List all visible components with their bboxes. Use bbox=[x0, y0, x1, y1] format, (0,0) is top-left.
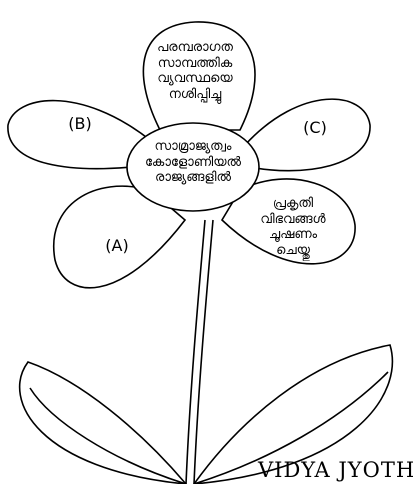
petal-top-line: നശിപ്പിച്ചു bbox=[168, 86, 222, 102]
petal-top-text: പരമ്പരാഗത സാമ്പത്തിക വ്യവസ്ഥയെ നശിപ്പിച്… bbox=[145, 40, 245, 102]
petal-top-line: സാമ്പത്തിക bbox=[157, 55, 233, 71]
petal-lower-right-line: വിഭവങ്ങൾ bbox=[260, 211, 326, 227]
petal-lower-right-line: ചൂഷണം bbox=[268, 227, 318, 243]
center-line: രാജ്യങ്ങളിൽ bbox=[155, 170, 231, 186]
petal-lower-left-label: (A) bbox=[105, 236, 129, 255]
left-leaf-inner bbox=[29, 387, 187, 484]
petal-upper-left bbox=[7, 99, 151, 170]
petal-top bbox=[142, 21, 256, 131]
petal-lower-right bbox=[220, 178, 356, 265]
petal-lower-right-line: പ്രകൃതി bbox=[272, 196, 314, 211]
right-leaf bbox=[193, 344, 394, 484]
right-leaf-inner bbox=[193, 371, 389, 484]
center-text: സാമ്രാജ്യത്വം കോളോണിയൽ രാജ്യങ്ങളിൽ bbox=[128, 139, 258, 186]
petal-upper-left-label: (B) bbox=[68, 114, 92, 133]
petal-upper-right bbox=[239, 98, 371, 172]
petal-top-line: വ്യവസ്ഥയെ bbox=[157, 71, 233, 87]
flower-center bbox=[126, 122, 260, 212]
watermark: VIDYA JYOTHI bbox=[258, 458, 413, 482]
petal-upper-right-label: (C) bbox=[303, 118, 327, 137]
petal-top-line: പരമ്പരാഗത bbox=[157, 40, 233, 55]
center-line: സാമ്രാജ്യത്വം bbox=[154, 139, 232, 154]
stem bbox=[185, 219, 206, 484]
center-line: കോളോണിയൽ bbox=[144, 154, 242, 170]
stem-inner bbox=[193, 219, 214, 484]
petal-lower-left bbox=[52, 185, 187, 289]
petal-lower-right-line: ചെയ്തു bbox=[276, 242, 310, 258]
petal-lower-right-text: പ്രകൃതി വിഭവങ്ങൾ ചൂഷണം ചെയ്തു bbox=[248, 196, 338, 258]
left-leaf bbox=[18, 361, 188, 484]
